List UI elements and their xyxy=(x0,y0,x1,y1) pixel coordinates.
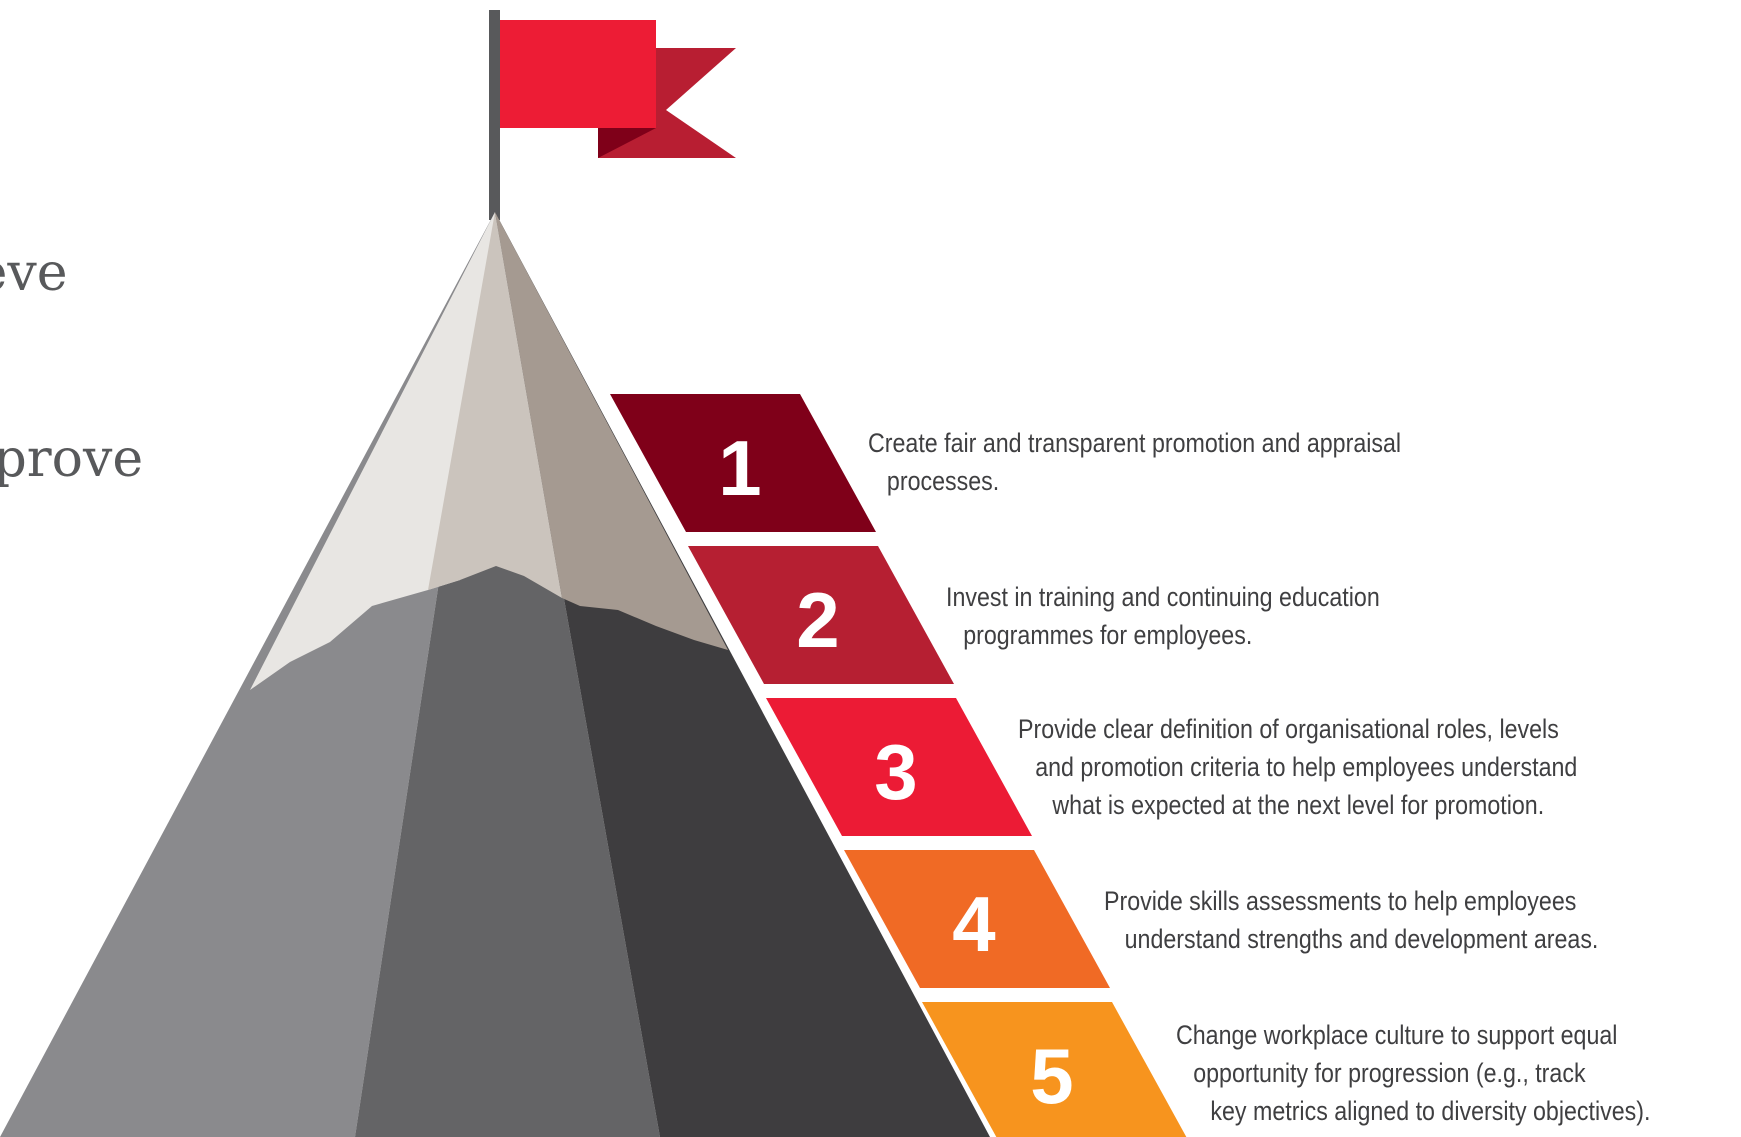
step-1-number: 1 xyxy=(718,424,761,512)
step-5-band xyxy=(922,1002,1187,1137)
step-3: 3 xyxy=(766,698,1032,836)
step-3-number: 3 xyxy=(874,728,917,816)
step-2: 2 xyxy=(688,546,954,684)
step-2-number: 2 xyxy=(796,576,839,664)
step-2-line-1: Invest in training and continuing educat… xyxy=(946,582,1380,612)
step-3-line-2: and promotion criteria to help employees… xyxy=(1035,752,1578,782)
step-4-number: 4 xyxy=(952,880,995,968)
step-5-line-3: key metrics aligned to diversity objecti… xyxy=(1210,1096,1651,1126)
headline-line-1: ieve xyxy=(0,243,68,303)
step-5-number: 5 xyxy=(1030,1032,1073,1120)
step-4-line-2: understand strengths and development are… xyxy=(1124,924,1599,954)
snow-cap-center xyxy=(428,212,562,598)
step-1-line-2: processes. xyxy=(886,466,1000,496)
mountain-left-face xyxy=(0,212,495,1137)
step-3-line-3: what is expected at the next level for p… xyxy=(1052,790,1545,820)
step-5-line-1: Change workplace culture to support equa… xyxy=(1176,1020,1618,1050)
headline: ieve nprove xyxy=(0,118,143,552)
flag xyxy=(500,20,656,128)
step-5-text: Change workplace culture to support equa… xyxy=(1176,1016,1650,1130)
flag-fold xyxy=(598,128,656,158)
headline-line-2: nprove xyxy=(0,429,144,489)
step-5-line-2: opportunity for progression (e.g., track xyxy=(1193,1058,1586,1088)
step-1: 1 xyxy=(610,394,876,532)
steps: 1 2 3 4 5 xyxy=(610,394,1187,1137)
step-2-text: Invest in training and continuing educat… xyxy=(946,578,1380,654)
mountain-right-face xyxy=(495,212,990,1137)
step-3-text: Provide clear definition of organisation… xyxy=(1018,710,1577,824)
step-4-text: Provide skills assessments to help emplo… xyxy=(1104,882,1598,958)
step-1-line-1: Create fair and transparent promotion an… xyxy=(868,428,1402,458)
mountain-center-face xyxy=(355,212,660,1137)
step-1-text: Create fair and transparent promotion an… xyxy=(868,424,1401,500)
mountain xyxy=(0,212,990,1137)
flag-pole xyxy=(489,10,500,220)
step-5: 5 xyxy=(922,1002,1187,1137)
step-4-line-1: Provide skills assessments to help emplo… xyxy=(1104,886,1577,916)
step-3-line-1: Provide clear definition of organisation… xyxy=(1018,714,1559,744)
step-4-band xyxy=(844,850,1110,988)
snow-cap-right xyxy=(495,212,728,650)
step-2-line-2: programmes for employees. xyxy=(963,620,1253,650)
step-2-band xyxy=(688,546,954,684)
step-4: 4 xyxy=(844,850,1110,988)
step-1-band xyxy=(610,394,876,532)
step-3-band xyxy=(766,698,1032,836)
